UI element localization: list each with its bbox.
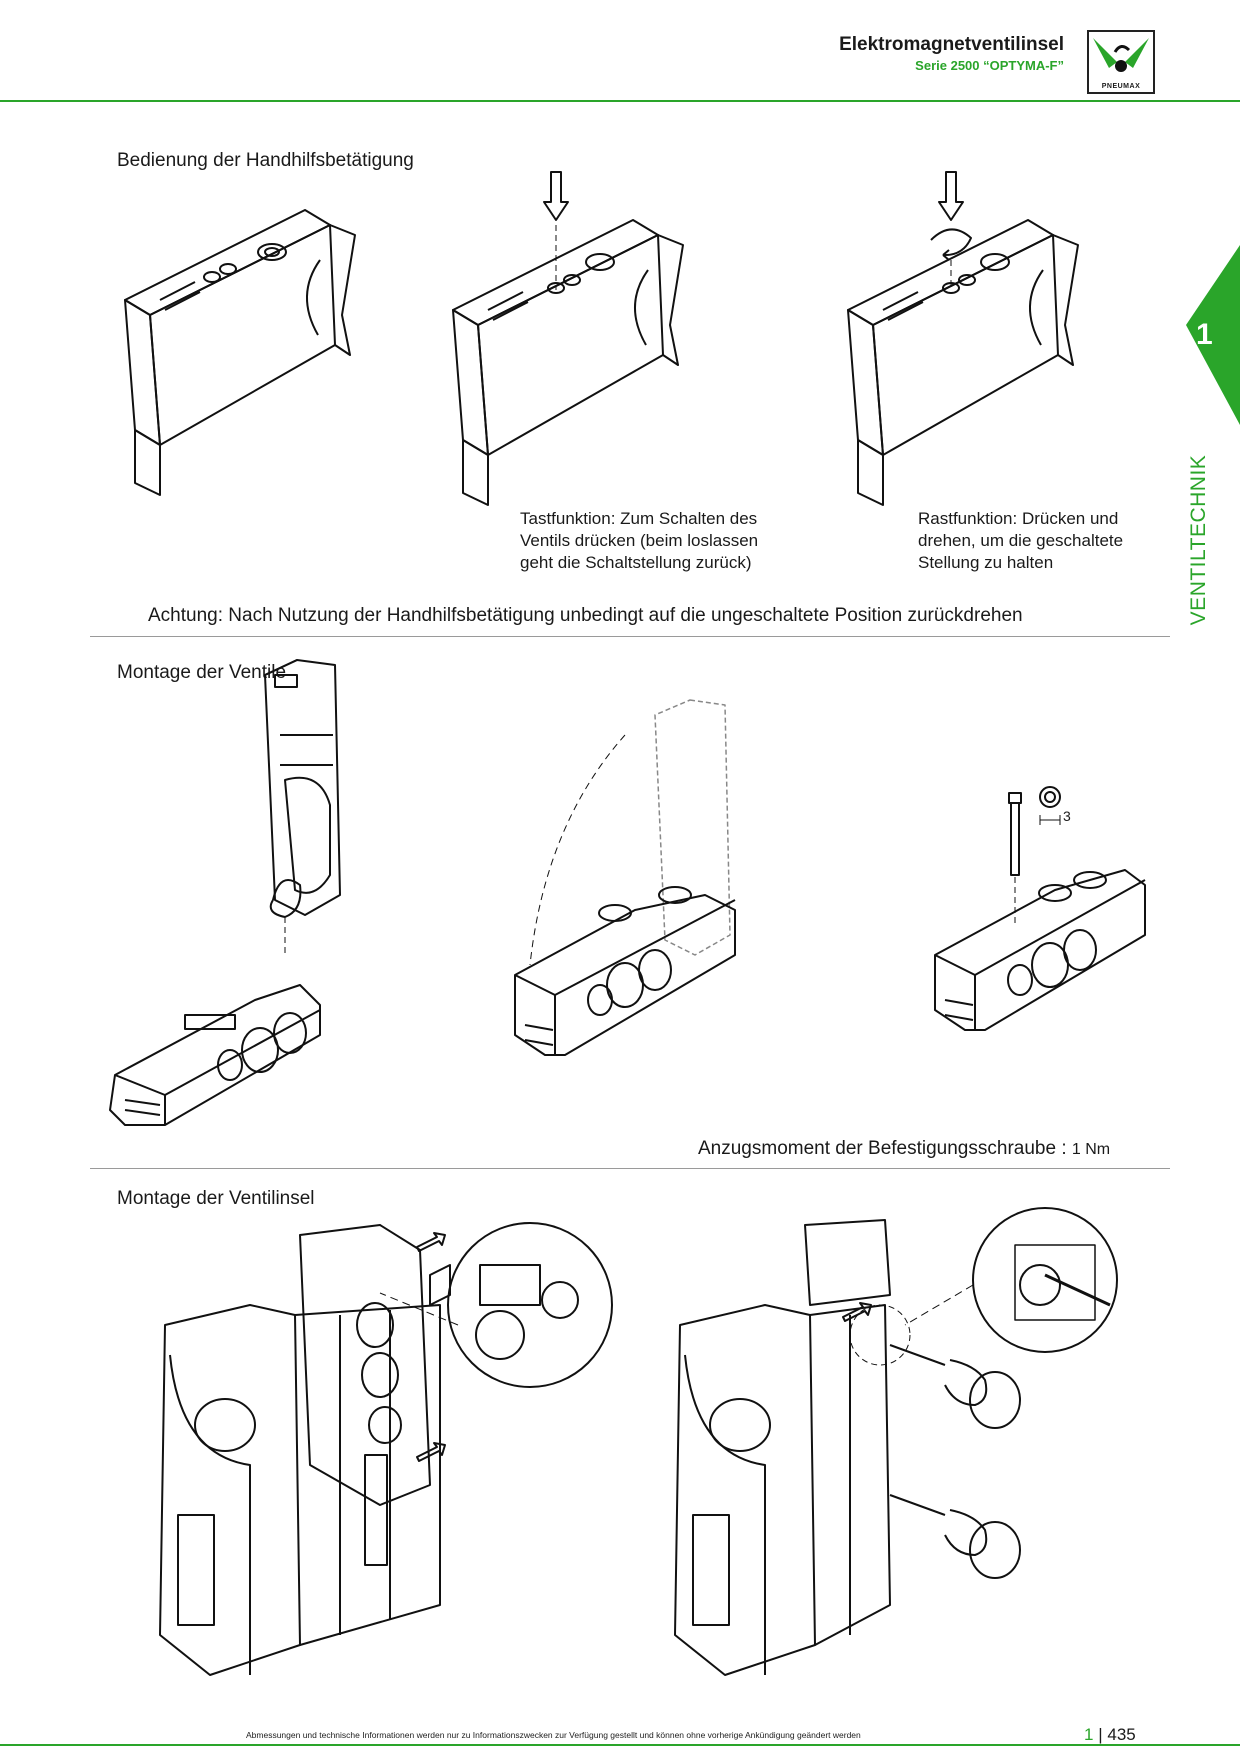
section-divider-1 — [90, 636, 1170, 637]
logo-mark-icon — [1093, 38, 1149, 72]
header-subtitle: Serie 2500 “OPTYMA-F” — [915, 58, 1064, 73]
header-rule — [0, 100, 1240, 102]
valve-island-screwdriver-drawing — [655, 1205, 1135, 1705]
footer-rule — [0, 1744, 1240, 1746]
page-value: 435 — [1107, 1725, 1136, 1744]
page-number: 1 | 435 — [1084, 1725, 1136, 1745]
logo-text: PNEUMAX — [1101, 83, 1141, 90]
valve-drawing-idle — [120, 205, 360, 505]
caption-push-function: Tastfunktion: Zum Schalten des Ventils d… — [520, 509, 759, 572]
torque-value: 1 Nm — [1071, 1141, 1111, 1158]
torque-label: Anzugsmoment der Befestigungsschraube : — [698, 1138, 1067, 1159]
section-valve-island-mounting-title: Montage der Ventilinsel — [117, 1188, 315, 1209]
page-chapter: 1 — [1084, 1725, 1094, 1744]
section-valve-mounting-title: Montage der Ventile — [117, 662, 287, 683]
valve-drawing-push — [448, 170, 688, 515]
caption-lock-function: Rastfunktion: Drücken und drehen, um die… — [918, 509, 1124, 572]
valve-island-separate-drawing — [140, 1205, 680, 1705]
chapter-label: VENTILTECHNIK — [1178, 455, 1220, 626]
manual-override-warning: Achtung: Nach Nutzung der Handhilfsbetät… — [148, 605, 1023, 626]
page-separator: | — [1098, 1725, 1103, 1744]
chapter-tab — [1186, 245, 1240, 425]
section-divider-2 — [90, 1168, 1170, 1169]
valve-mounting-exploded-drawing — [105, 655, 345, 1160]
valve-drawing-lock — [843, 170, 1083, 515]
section-manual-override-title: Bedienung der Handhilfsbetätigung — [117, 150, 414, 171]
torque-note: Anzugsmoment der Befestigungsschraube : … — [698, 1138, 1110, 1160]
chapter-label-text: VENTILTECHNIK — [1187, 454, 1210, 626]
header-title: Elektromagnetventilinsel — [839, 34, 1064, 55]
footer-disclaimer: Abmessungen und technische Informationen… — [246, 1730, 861, 1740]
valve-mounting-rotation-drawing — [505, 695, 795, 1115]
chapter-number: 1 — [1196, 318, 1213, 351]
key-size-label: 3 — [1063, 808, 1071, 824]
pneumax-logo: PNEUMAX — [1087, 30, 1155, 94]
valve-mounted-with-screw-drawing — [925, 785, 1150, 1090]
